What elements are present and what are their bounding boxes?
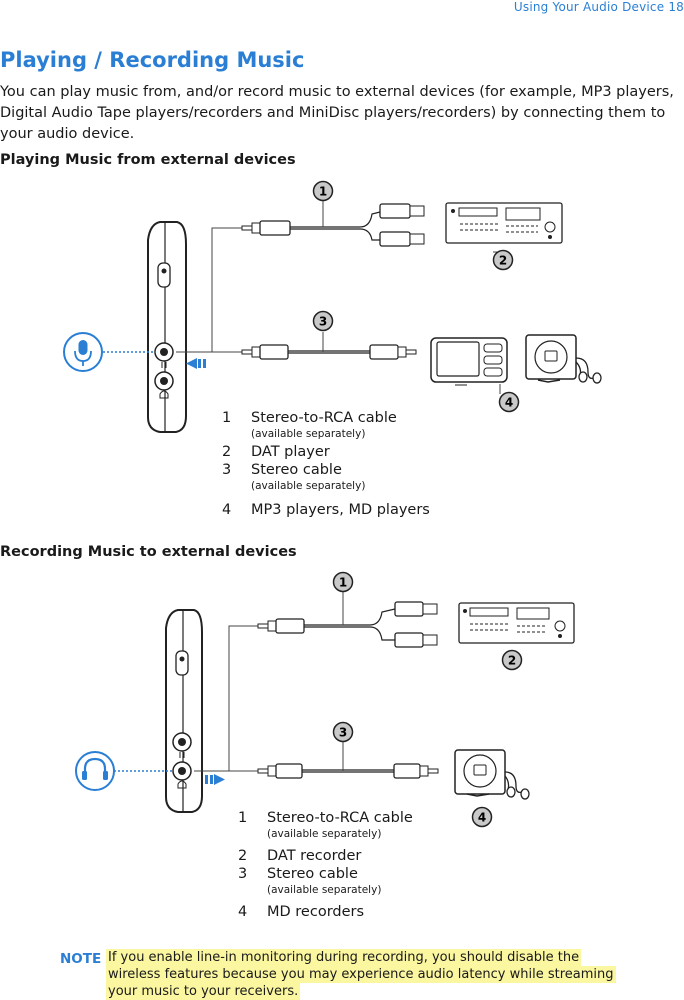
- page-title: Playing / Recording Music: [0, 48, 305, 72]
- md-player: [525, 334, 602, 384]
- headphones-icon: [75, 751, 115, 791]
- callout-3: 3: [332, 721, 354, 743]
- legend-num: 3: [238, 866, 248, 882]
- stereo-rca-cable: [241, 203, 425, 247]
- stereo-cable: [241, 344, 417, 360]
- recording-diagram: 1 2 3 4: [75, 571, 575, 828]
- callout-1-label: 1: [319, 185, 327, 199]
- callout-3: 3: [312, 310, 334, 332]
- running-head: Using Your Audio Device 18: [513, 0, 684, 14]
- callout-1: 1: [312, 180, 334, 202]
- dat-recorder: [458, 602, 575, 644]
- legend-text: Stereo-to-RCA cable: [267, 810, 413, 826]
- callout-2-label: 2: [499, 254, 507, 268]
- playing-heading: Playing Music from external devices: [0, 152, 296, 168]
- mp3-player: [430, 337, 508, 386]
- legend-num: 1: [238, 810, 248, 826]
- legend-num: 4: [238, 904, 248, 920]
- callout-3-label: 3: [339, 726, 347, 740]
- legend-text: DAT recorder: [267, 848, 362, 864]
- legend-text: Stereo cable: [267, 866, 358, 882]
- callout-1-label: 1: [339, 576, 347, 590]
- callout-2-label: 2: [508, 654, 516, 668]
- legend-text: MP3 players, MD players: [251, 502, 430, 518]
- arrow-out-icon: [205, 774, 225, 785]
- arrow-in-icon: [186, 358, 206, 369]
- callout-4: 4: [498, 391, 520, 413]
- callout-4: 4: [471, 806, 493, 828]
- audio-device: [147, 221, 187, 433]
- note-text: If you enable line-in monitoring during …: [106, 949, 616, 1000]
- microphone-icon: [63, 332, 103, 372]
- callout-1: 1: [332, 571, 354, 593]
- legend-text: DAT player: [251, 444, 330, 460]
- note-label: NOTE: [60, 951, 102, 967]
- legend-text: MD recorders: [267, 904, 365, 920]
- legend-text: Stereo cable: [251, 462, 342, 478]
- legend-num: 4: [222, 502, 232, 518]
- callout-2: 2: [492, 249, 514, 271]
- intro-paragraph: You can play music from, and/or record m…: [0, 84, 674, 142]
- legend-note: (available separately): [267, 828, 382, 840]
- recording-heading: Recording Music to external devices: [0, 544, 297, 560]
- stereo-rca-cable: [257, 601, 438, 648]
- legend-note: (available separately): [267, 884, 382, 896]
- legend-note: (available separately): [251, 428, 366, 440]
- playing-diagram: 1 2 3 4: [63, 180, 602, 433]
- callout-3-label: 3: [319, 315, 327, 329]
- note-text-box: If you enable line-in monitoring during …: [106, 949, 632, 1000]
- legend-note: (available separately): [251, 480, 366, 492]
- legend-num: 2: [238, 848, 248, 864]
- legend-num: 1: [222, 410, 232, 426]
- dat-player: [445, 202, 563, 244]
- callout-2: 2: [501, 649, 523, 671]
- audio-device: [165, 609, 203, 813]
- legend-num: 2: [222, 444, 232, 460]
- callout-4-label: 4: [505, 396, 513, 410]
- legend-num: 3: [222, 462, 232, 478]
- stereo-cable: [257, 763, 439, 779]
- legend-text: Stereo-to-RCA cable: [251, 410, 397, 426]
- callout-4-label: 4: [478, 811, 486, 825]
- md-recorder: [454, 749, 530, 800]
